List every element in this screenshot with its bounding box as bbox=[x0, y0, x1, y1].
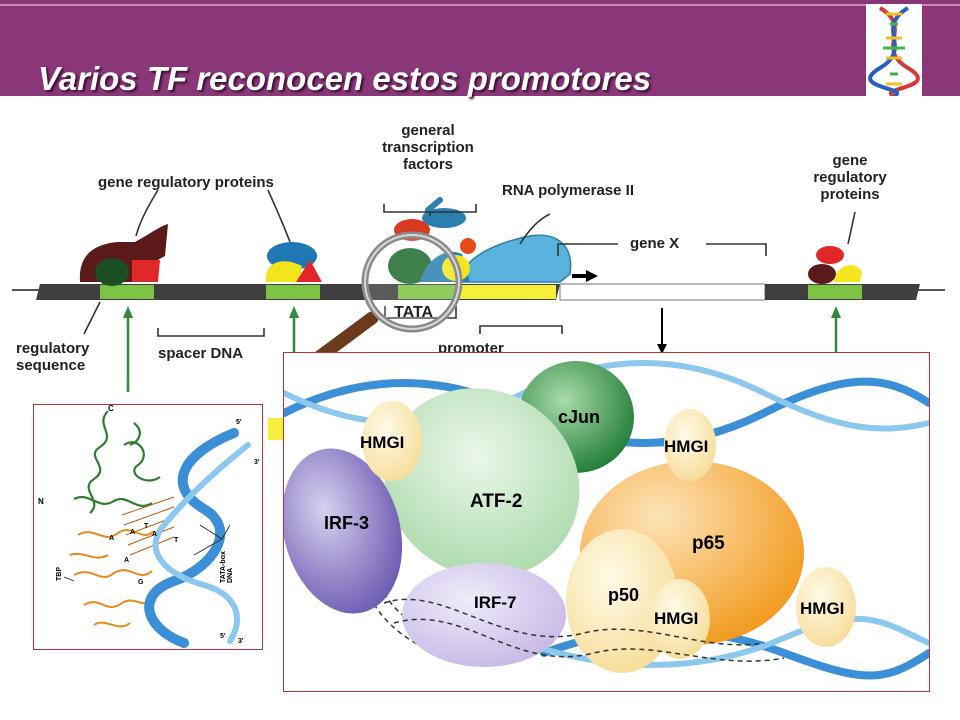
regulatory-protein-complex-left bbox=[79, 224, 168, 286]
tata-box-block bbox=[398, 285, 460, 299]
regulatory-sequence-block bbox=[100, 285, 154, 299]
irf7-label: IRF-7 bbox=[474, 593, 517, 612]
p65-label: p65 bbox=[692, 533, 725, 554]
base-label-4: T bbox=[144, 523, 149, 530]
slide-header: Varios TF reconocen estos promotores bbox=[0, 0, 960, 98]
base-label-6: A bbox=[124, 557, 130, 564]
hmgi-label-1: HMGI bbox=[360, 433, 405, 452]
base-label-5: A bbox=[152, 531, 158, 538]
label-proteins-right: proteins bbox=[820, 186, 880, 203]
base-label-1: A bbox=[109, 535, 115, 542]
label-sequence: sequence bbox=[16, 357, 86, 374]
hmgi-label-2: HMGI bbox=[664, 437, 709, 456]
five-prime-bottom-label: 5' bbox=[220, 633, 226, 640]
hmgi-label-4: HMGI bbox=[800, 599, 845, 618]
label-regulatory: regulatory bbox=[16, 340, 90, 357]
label-regulatory-right: regulatory bbox=[813, 169, 887, 186]
base-label-3: A bbox=[130, 529, 136, 536]
label-gene-x: gene X bbox=[630, 235, 680, 252]
irf3-label: IRF-3 bbox=[324, 513, 369, 533]
tata-box-dna-label: TATA-box DNA bbox=[220, 551, 234, 583]
base-label-7: G bbox=[138, 579, 144, 586]
c-terminus-label: C bbox=[108, 404, 114, 413]
enhanceosome-graphic bbox=[284, 360, 929, 680]
hmgi-protein-4 bbox=[796, 567, 856, 647]
dna-strand bbox=[12, 283, 945, 301]
tbp-label: TBP bbox=[56, 567, 63, 581]
label-tata: TATA bbox=[394, 304, 434, 321]
transcription-start-arrow bbox=[572, 270, 667, 354]
hmgi-protein-2 bbox=[664, 409, 716, 481]
n-terminus-label: N bbox=[38, 497, 44, 506]
cjun-label: cJun bbox=[558, 407, 601, 427]
atf2-protein bbox=[384, 388, 580, 578]
regulatory-protein-complex-middle bbox=[265, 242, 322, 282]
header-top-line bbox=[0, 4, 960, 6]
promoter-block bbox=[460, 285, 556, 299]
five-prime-top-label: 5' bbox=[236, 419, 242, 426]
three-prime-bottom-label: 3' bbox=[238, 638, 244, 645]
label-general-transcription-factors: general transcription factors bbox=[368, 122, 488, 173]
three-prime-top-label: 3' bbox=[254, 459, 260, 466]
label-gene-regulatory-proteins-left: gene regulatory proteins bbox=[98, 174, 274, 191]
slide-title: Varios TF reconocen estos promotores bbox=[38, 60, 652, 97]
irf3-protein bbox=[284, 448, 403, 614]
tbp-tata-structure-panel: C N 5' 3' 5' 3' TBP TATA-box DNA A T A T… bbox=[33, 404, 263, 650]
binding-arrows bbox=[123, 306, 841, 392]
diagram-graphics bbox=[12, 189, 945, 440]
transcription-diagram: gene regulatory proteins general transcr… bbox=[0, 96, 960, 720]
label-rna-polymerase: RNA polymerase II bbox=[502, 182, 634, 199]
p50-label: p50 bbox=[608, 585, 640, 605]
hmgi-label-3: HMGI bbox=[654, 609, 699, 628]
irf7-protein bbox=[402, 563, 566, 667]
label-gene-right: gene bbox=[832, 152, 868, 169]
label-general: general bbox=[401, 122, 455, 139]
p50-protein bbox=[566, 529, 678, 673]
label-spacer-dna: spacer DNA bbox=[158, 345, 244, 362]
dna-helix-icon bbox=[866, 4, 922, 98]
tbp-structure-graphic bbox=[63, 410, 251, 648]
label-gene-regulatory-proteins-right: gene regulatory proteins bbox=[790, 152, 910, 203]
atf2-label: ATF-2 bbox=[470, 491, 523, 512]
label-transcription: transcription bbox=[382, 139, 474, 156]
magnifying-glass-icon bbox=[303, 231, 463, 371]
label-factors: factors bbox=[402, 156, 454, 173]
base-label-2: T bbox=[174, 537, 179, 544]
hmgi-protein-3 bbox=[650, 579, 710, 659]
enhanceosome-panel: HMGI cJun HMGI ATF-2 IRF-3 p65 IRF-7 p50… bbox=[283, 352, 930, 692]
regulatory-protein-complex-right bbox=[808, 246, 862, 284]
hmgi-protein-1 bbox=[362, 401, 422, 481]
label-regulatory-sequence: regulatory sequence bbox=[16, 340, 89, 374]
